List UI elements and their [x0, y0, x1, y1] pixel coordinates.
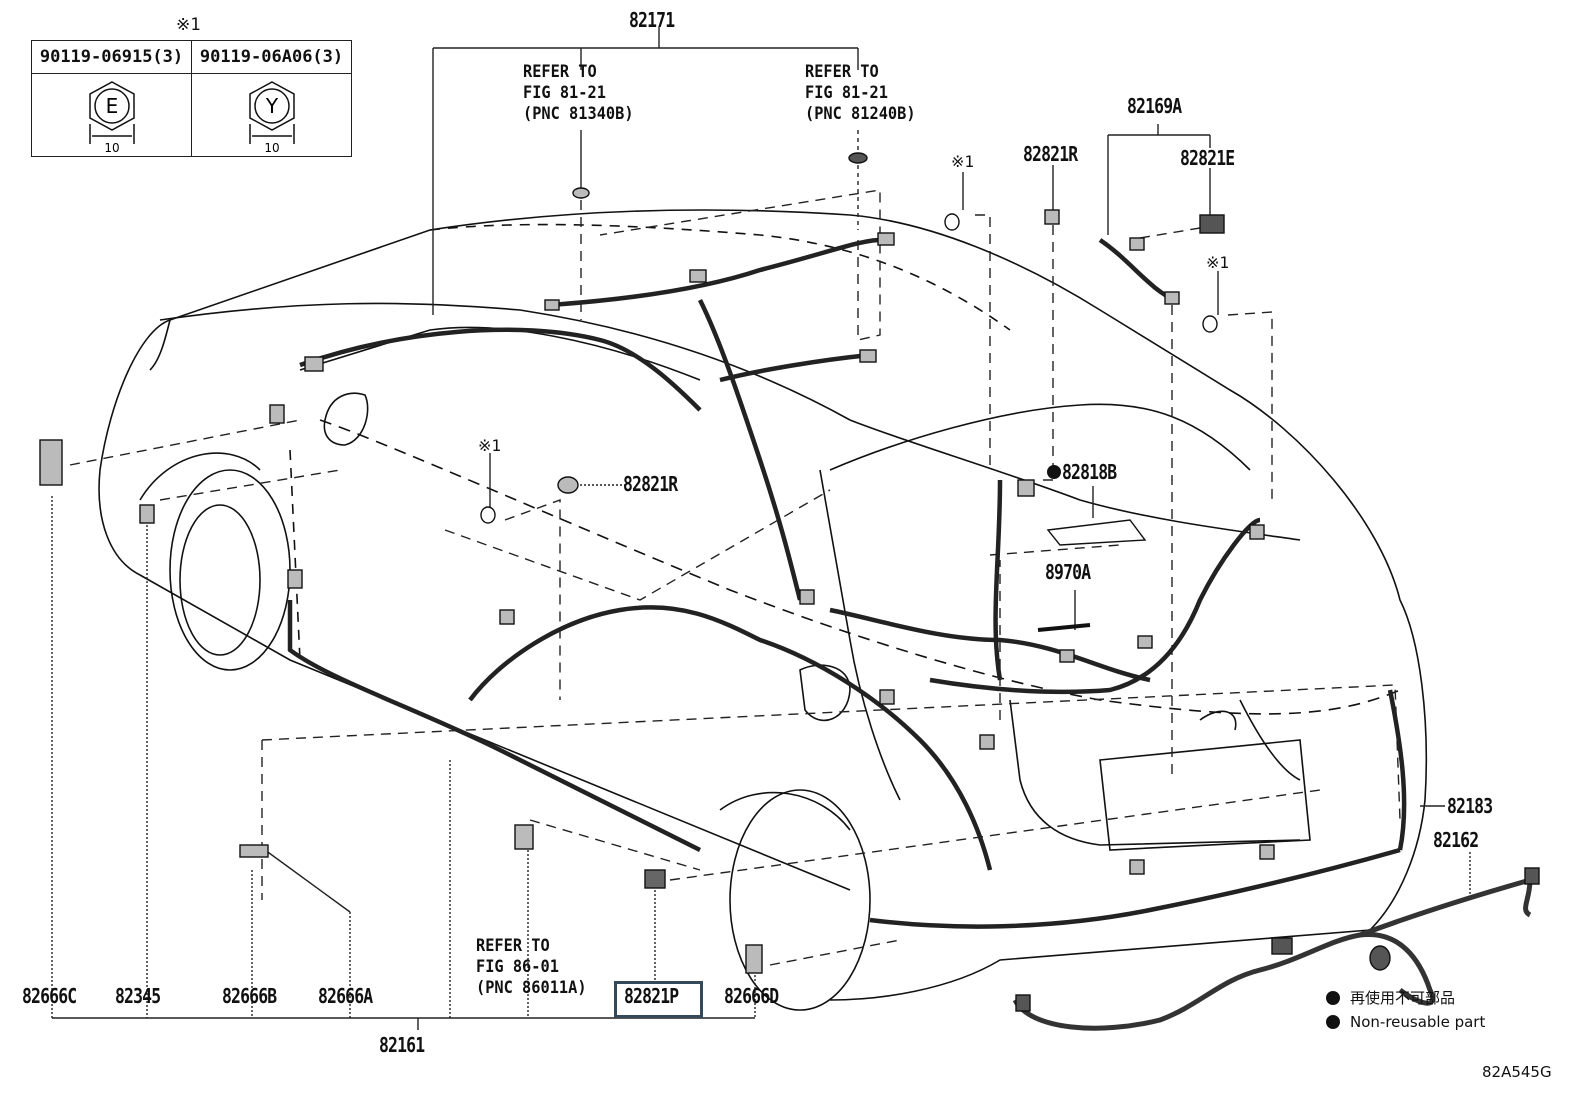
callout-82666B[interactable]: 82666B	[222, 984, 277, 1008]
non-reusable-dot-icon	[1326, 991, 1340, 1005]
reference-note-81240B[interactable]: REFER TO FIG 81-21 (PNC 81240B)	[805, 62, 916, 124]
bolt-marker: ※1	[951, 152, 975, 171]
fastener-marker: ※1	[176, 15, 201, 35]
legend-label-jp: 再使用不可部品	[1350, 989, 1456, 1007]
non-reusable-dot-icon	[1326, 1015, 1340, 1029]
figure-code: 82A545G	[1482, 1063, 1552, 1081]
callout-82818B[interactable]: 82818B	[1062, 460, 1117, 484]
callout-82183[interactable]: 82183	[1447, 794, 1493, 818]
fastener-icon-cell: Y 10	[191, 73, 352, 157]
leader-lines	[51, 27, 1471, 1030]
legend-item-jp: 再使用不可部品	[1326, 986, 1485, 1010]
highlight-box-82821P	[614, 981, 703, 1018]
fastener-part-no: 90119-06A06(3)	[191, 40, 352, 74]
callout-82821R-mid[interactable]: 82821R	[623, 472, 678, 496]
bolt-marker: ※1	[1206, 253, 1230, 272]
bolt-size: 10	[264, 141, 279, 154]
head-mark: Y	[265, 94, 279, 118]
legend: 再使用不可部品 Non-reusable part	[1326, 986, 1485, 1034]
callout-82161[interactable]: 82161	[379, 1033, 425, 1057]
connectors	[39, 152, 1540, 1012]
callout-82666C[interactable]: 82666C	[22, 984, 77, 1008]
projection-lines	[69, 189, 1401, 966]
car-body	[98, 209, 1428, 1011]
harness-82162	[1012, 876, 1533, 1031]
legend-item-en: Non-reusable part	[1326, 1010, 1485, 1034]
callout-8970A[interactable]: 8970A	[1045, 560, 1091, 584]
fastener-table: 90119-06915(3) 90119-06A06(3) E 10 Y 10	[31, 40, 352, 157]
callout-82162[interactable]: 82162	[1433, 828, 1479, 852]
hex-bolt-head-icon: Y 10	[249, 81, 295, 154]
callout-82169A[interactable]: 82169A	[1127, 94, 1182, 118]
callout-82666A[interactable]: 82666A	[318, 984, 373, 1008]
fastener-part-no: 90119-06915(3)	[31, 40, 192, 74]
head-mark: E	[106, 94, 119, 118]
callout-82821R-top[interactable]: 82821R	[1023, 142, 1078, 166]
bolt-size: 10	[104, 141, 119, 154]
hex-bolt-head-icon: E 10	[89, 81, 135, 154]
reference-note-86011A[interactable]: REFER TO FIG 86-01 (PNC 86011A)	[476, 936, 587, 998]
bolt-marker: ※1	[478, 436, 502, 455]
callout-82345[interactable]: 82345	[115, 984, 161, 1008]
callout-82666D[interactable]: 82666D	[724, 984, 779, 1008]
callout-82171[interactable]: 82171	[629, 8, 675, 32]
legend-label-en: Non-reusable part	[1350, 1013, 1486, 1031]
callout-82821E[interactable]: 82821E	[1180, 146, 1235, 170]
harness-lines	[287, 237, 1407, 929]
non-reusable-dot-icon	[1047, 465, 1061, 479]
fastener-icon-cell: E 10	[31, 73, 192, 157]
reference-note-81340B[interactable]: REFER TO FIG 81-21 (PNC 81340B)	[523, 62, 634, 124]
callout-82821P[interactable]: 82821P	[624, 984, 679, 1008]
